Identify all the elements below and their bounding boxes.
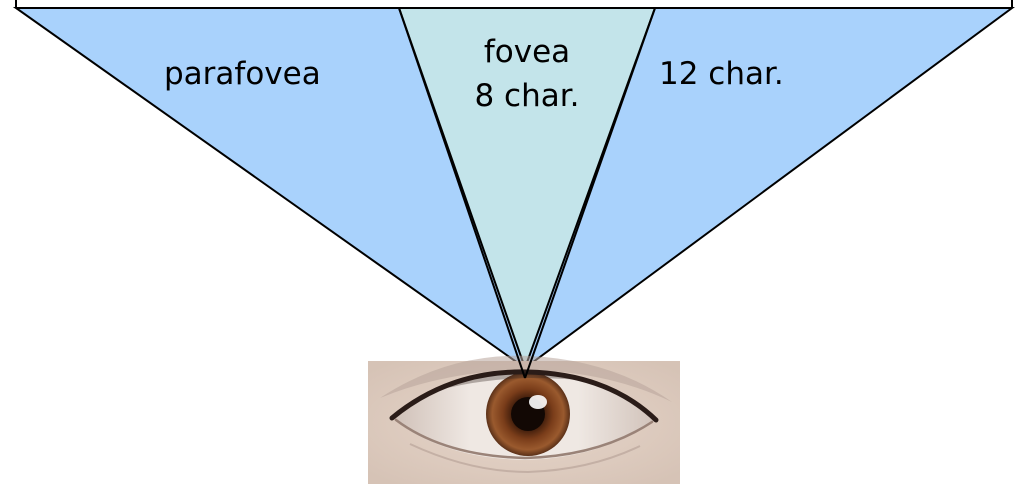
- parafovea-label: parafovea: [164, 56, 321, 92]
- parafovea-span-label: 12 char.: [659, 56, 784, 92]
- fovea-span-label: 8 char.: [474, 78, 579, 114]
- fovea-label: fovea: [484, 34, 570, 70]
